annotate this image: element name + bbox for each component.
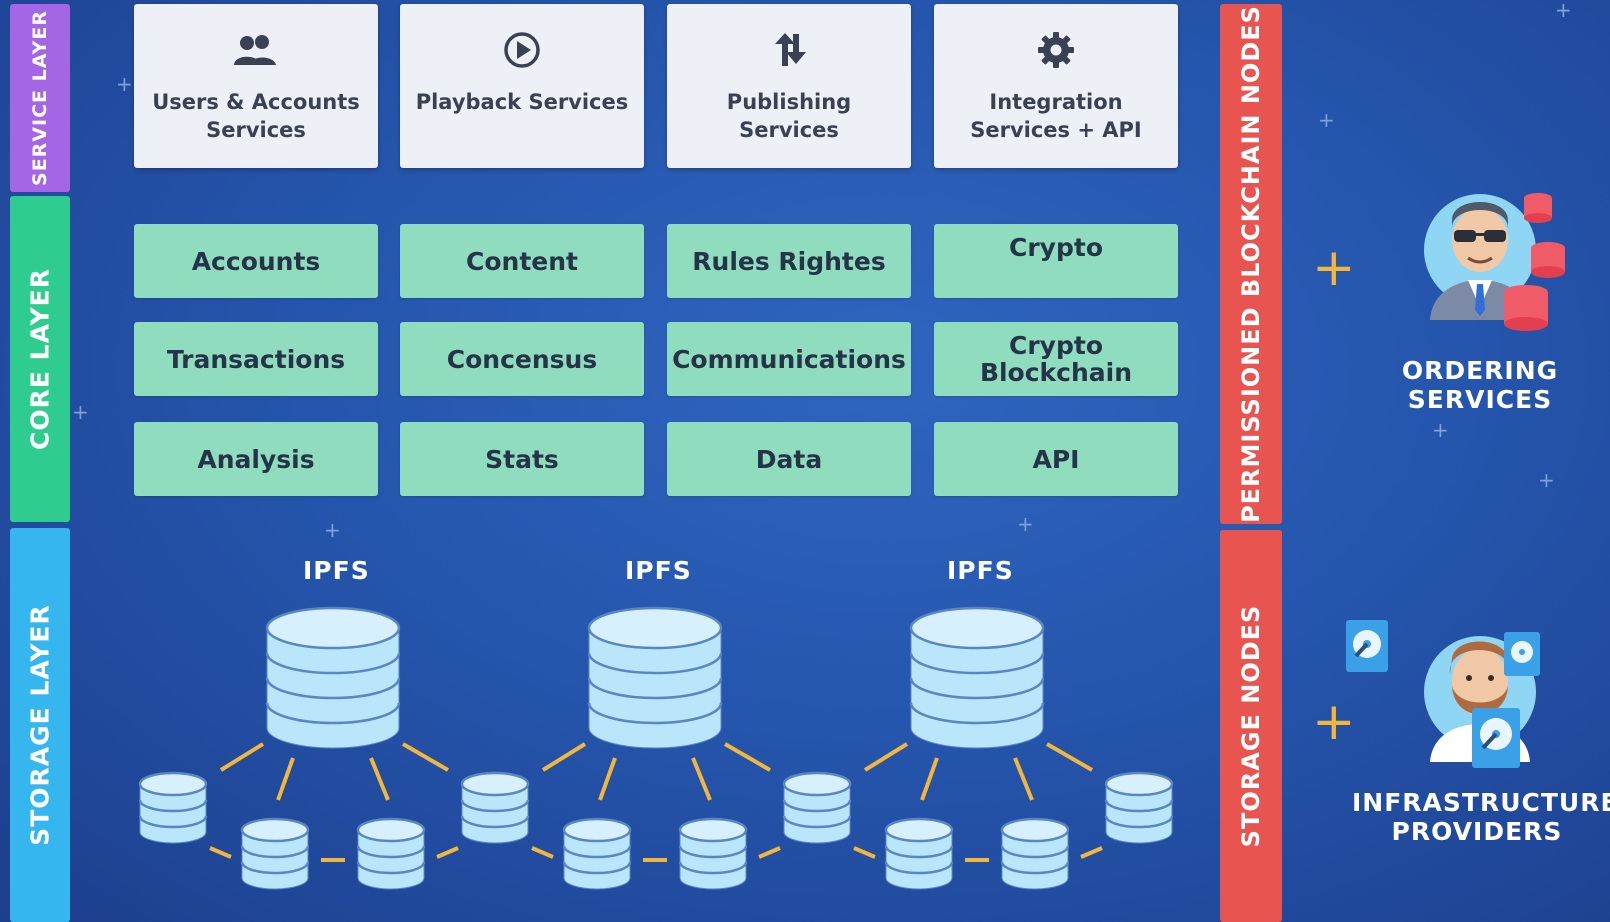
service-label: Publishing Services (726, 90, 852, 142)
small-database-icon (884, 817, 954, 890)
service-label: Users & Accounts Services (152, 90, 360, 142)
ordering-services-label: ORDERING SERVICES (1401, 356, 1559, 414)
star-decoration: + (324, 518, 341, 542)
connector-line (219, 742, 265, 772)
blockchain-nodes-band: PERMISSIONED BLOCKCHAIN NODES (1220, 4, 1282, 524)
core-communications: Communications (667, 322, 911, 396)
service-card-users: Users & Accounts Services (134, 4, 378, 168)
connector-line (853, 846, 876, 859)
connector-line (1013, 757, 1034, 801)
small-database-icon (1000, 817, 1070, 890)
core-accounts: Accounts (134, 224, 378, 298)
star-decoration: + (1017, 512, 1034, 536)
connector-line (369, 757, 390, 801)
service-layer-band: SERVICE LAYER (10, 4, 70, 192)
small-database-icon (1104, 771, 1174, 844)
small-database-icon (356, 817, 426, 890)
core-data: Data (667, 422, 911, 496)
star-decoration: + (1432, 418, 1449, 442)
play-icon (502, 28, 542, 72)
service-card-publishing: Publishing Services (667, 4, 911, 168)
core-crypto-blockchain: Crypto Blockchain (934, 322, 1178, 396)
ipfs-network (138, 606, 1174, 890)
connector-line (598, 757, 617, 801)
connector-line (920, 757, 939, 801)
service-card-playback: Playback Services (400, 4, 644, 168)
service-card-integration: Integration Services + API (934, 4, 1178, 168)
connector-line (723, 742, 772, 772)
storage-nodes-label: STORAGE NODES (1237, 604, 1265, 848)
connector-line (758, 846, 781, 859)
core-analysis: Analysis (134, 422, 378, 496)
blockchain-nodes-label: PERMISSIONED BLOCKCHAIN NODES (1237, 5, 1265, 523)
connector-line (863, 742, 909, 772)
transfer-arrows-icon (769, 28, 809, 72)
core-layer-band: CORE LAYER (10, 196, 70, 522)
small-database-icon (782, 771, 852, 844)
small-database-icon (240, 817, 310, 890)
core-content: Content (400, 224, 644, 298)
connector-line (1080, 846, 1103, 859)
large-database-icon (265, 606, 401, 749)
core-transactions: Transactions (134, 322, 378, 396)
small-database-icon (678, 817, 748, 890)
star-decoration: + (1538, 468, 1555, 492)
star-decoration: + (116, 72, 133, 96)
connector-line (691, 757, 712, 801)
ipfs-label-2: IPFS (625, 556, 692, 585)
connector-line (401, 742, 450, 772)
storage-nodes-band: STORAGE NODES (1220, 530, 1282, 922)
small-database-icon (562, 817, 632, 890)
users-icon (232, 28, 280, 72)
ordering-services-avatar (1424, 193, 1565, 331)
core-stats: Stats (400, 422, 644, 496)
connector-line (1045, 742, 1094, 772)
core-crypto: Crypto (934, 224, 1178, 298)
core-api: API (934, 422, 1178, 496)
gear-icon (1036, 28, 1076, 72)
small-database-icon (460, 771, 530, 844)
small-database-icon (138, 771, 208, 844)
connector-line (209, 846, 232, 859)
star-decoration: + (72, 400, 89, 424)
core-rules-rights: Rules Rightes (667, 224, 911, 298)
infrastructure-providers-label: INFRASTRUCTURE PROVIDERS (1352, 788, 1610, 846)
connector-line (276, 757, 295, 801)
plus-icon-ordering: + (1312, 238, 1356, 298)
storage-layer-band: STORAGE LAYER (10, 528, 70, 922)
hard-drive-icon (1346, 620, 1388, 672)
star-decoration: + (1555, 0, 1572, 22)
infrastructure-providers-avatar (1346, 620, 1540, 768)
connector-line (541, 742, 587, 772)
star-decoration: + (1318, 108, 1335, 132)
service-label: Playback Services (415, 90, 629, 114)
ipfs-label-3: IPFS (947, 556, 1014, 585)
large-database-icon (909, 606, 1045, 749)
plus-icon-infrastructure: + (1312, 692, 1356, 752)
ipfs-label-1: IPFS (303, 556, 370, 585)
service-label: Integration Services + API (970, 90, 1142, 142)
core-consensus: Concensus (400, 322, 644, 396)
connector-line (531, 846, 554, 859)
large-database-icon (587, 606, 723, 749)
connector-line (436, 846, 459, 859)
